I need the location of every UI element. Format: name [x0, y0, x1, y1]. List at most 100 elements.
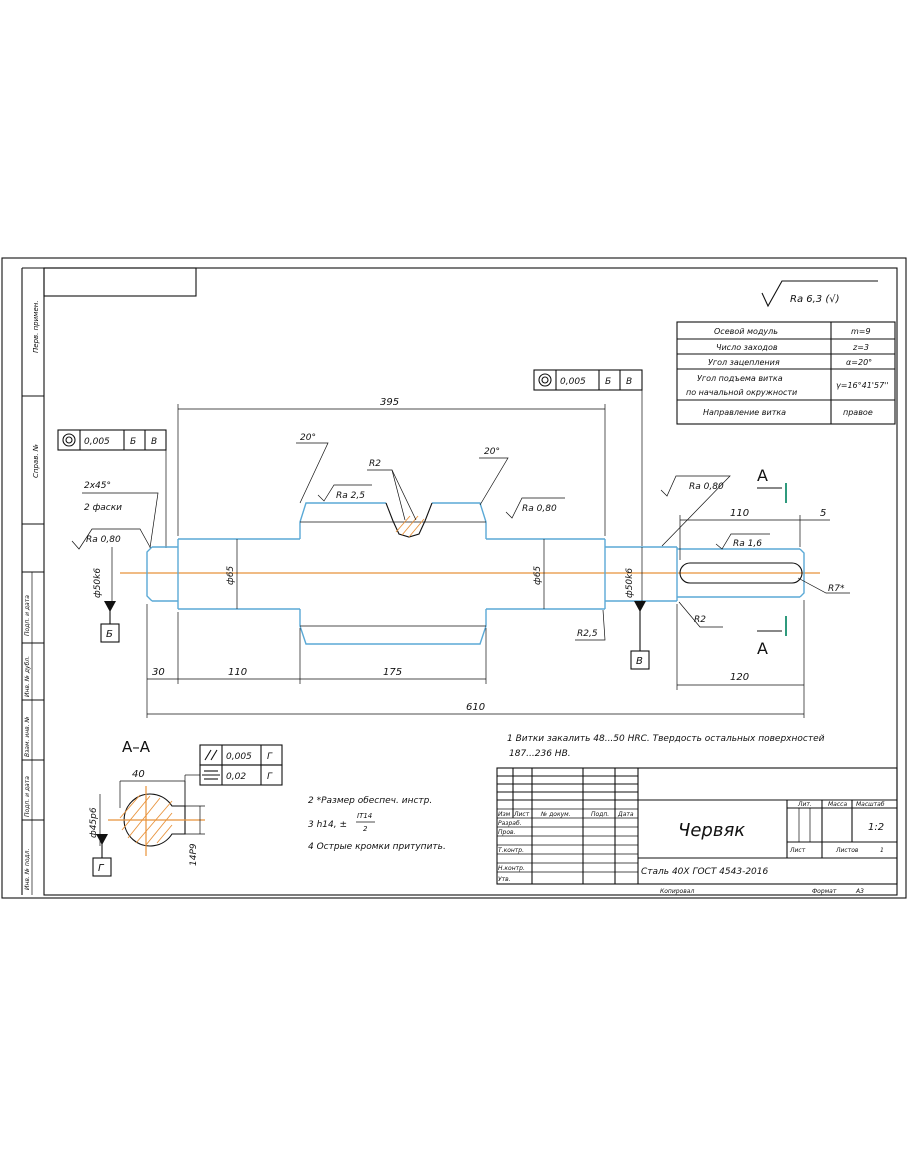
- tolerance-value: 0,005: [84, 437, 110, 447]
- tb-scale-value: 1:2: [868, 822, 884, 833]
- tolerance-frame-left: 0,005 Б В: [57, 429, 167, 548]
- note-3-den: 2: [363, 825, 368, 833]
- tb-head: Дата: [617, 811, 634, 818]
- side-label: Инв. № дубл.: [24, 656, 31, 697]
- roughness-ra25: Ra 2,5: [336, 491, 365, 501]
- side-label: Справ. №: [32, 444, 40, 478]
- material: Сталь 40Х ГОСТ 4543-2016: [641, 867, 769, 877]
- dim-40: 40: [132, 769, 145, 780]
- dim-phi50k6-right: ф50k6: [625, 568, 635, 598]
- note-2: 2 *Размер обеспеч. инстр.: [308, 796, 432, 806]
- note-3-num: IT14: [357, 812, 372, 820]
- param-name: Направление витка: [703, 408, 786, 417]
- shaft-body: [120, 502, 820, 645]
- tolerance-value: 0,02: [226, 772, 246, 782]
- roughness-marks: Ra 0,80 Ra 2,5 Ra 0,80 Ra 0,80 Ra 1,6: [71, 475, 770, 550]
- tb-sheet: Лист: [789, 847, 806, 854]
- inner-frame: [43, 267, 898, 896]
- param-name: Угол зацепления: [708, 358, 780, 367]
- tb-copied: Копировал: [660, 888, 694, 895]
- tb-role: Н.контр.: [498, 865, 525, 872]
- dim-110-keyway: 110: [730, 508, 749, 519]
- chamfer-count: 2 фаски: [84, 503, 122, 513]
- param-value: z=3: [852, 343, 869, 352]
- datum-g: Г: [98, 863, 105, 874]
- dimension-lines: 395 30 110 175 610 120 110 5 ф50k6 ф65 ф…: [82, 397, 850, 718]
- tb-sheets-value: 1: [880, 847, 884, 854]
- side-label: Взам. инв. №: [24, 716, 31, 757]
- title-block: Изм Лист № докум. Подп. Дата Разраб. Про…: [496, 767, 898, 895]
- dim-14p9: 14P9: [189, 843, 199, 866]
- tb-sheets: Листов: [835, 847, 859, 854]
- dim-phi65-left: ф65: [226, 566, 236, 585]
- roughness-ra080-mid: Ra 0,80: [522, 504, 557, 514]
- tolerance-base: Г: [267, 752, 273, 762]
- params-table: Осевой модуль m=9 Число заходов z=3 Угол…: [676, 321, 896, 425]
- section-view: A–A 40 ф45p6 14P9 Г 0,005 Г: [89, 738, 283, 877]
- side-label: Подп. и дата: [24, 776, 31, 817]
- tolerance-frame-top: 0,005 Б В: [533, 369, 643, 546]
- tolerance-base: Б: [605, 377, 611, 387]
- side-strip: Перв. примен. Справ. № Подп. и дата Инв.…: [21, 267, 44, 895]
- param-name: Число заходов: [716, 343, 778, 352]
- tolerance-value: 0,005: [560, 377, 586, 387]
- note-1: 1 Витки закалить 48...50 HRC. Твердость …: [507, 734, 825, 744]
- tb-role: Т.контр.: [498, 847, 524, 854]
- note-3: 3 h14, ±: [308, 820, 347, 830]
- chamfer-note: 2х45°: [84, 481, 111, 491]
- tb-mass: Масса: [828, 801, 847, 808]
- datum-v: В: [636, 656, 643, 667]
- tolerance-value: 0,005: [226, 752, 252, 762]
- note-4: 4 Острые кромки притупить.: [308, 842, 446, 852]
- tolerance-base: Б: [130, 437, 136, 447]
- tolerance-base: В: [151, 437, 157, 447]
- param-value: γ=16°41'57'': [836, 381, 889, 390]
- radius-r25: R2,5: [577, 629, 598, 639]
- dim-phi65-right: ф65: [533, 566, 543, 585]
- technical-notes: 1 Витки закалить 48...50 HRC. Твердость …: [308, 734, 825, 852]
- radius-r7: R7*: [828, 584, 845, 594]
- tb-scale: Масштаб: [856, 801, 885, 808]
- datum-markers: Б В: [100, 601, 650, 670]
- section-letter: A: [757, 639, 768, 658]
- side-label: Подп. и дата: [24, 595, 31, 636]
- tb-head: Изм: [498, 811, 511, 818]
- radius-r2-right: R2: [694, 615, 706, 625]
- dim-120: 120: [730, 672, 749, 683]
- param-value: правое: [843, 408, 873, 417]
- tb-role: Разраб.: [498, 820, 522, 827]
- roughness-ra63: Ra 6,3 (√): [790, 294, 840, 305]
- param-name: Осевой модуль: [714, 327, 778, 336]
- note-1b: 187...236 HB.: [509, 749, 571, 759]
- param-name: Угол подъема витка: [697, 374, 783, 383]
- tb-head: Подп.: [591, 811, 609, 818]
- side-label: Перв. примен.: [32, 300, 40, 353]
- dim-5: 5: [820, 508, 826, 519]
- dim-395: 395: [380, 397, 399, 408]
- section-letter: A: [757, 466, 768, 485]
- section-title: A–A: [122, 738, 151, 756]
- roughness-ra080-left: Ra 0,80: [86, 535, 121, 545]
- top-left-stamp: [43, 267, 197, 297]
- dim-phi45p6: ф45p6: [89, 807, 99, 838]
- angle-20-right: 20°: [484, 447, 500, 457]
- datum-b: Б: [106, 629, 113, 640]
- part-name: Червяк: [678, 820, 745, 841]
- dim-phi50k6-left: ф50k6: [93, 568, 103, 598]
- param-name: по начальной окружности: [686, 388, 797, 397]
- dim-175: 175: [383, 667, 402, 678]
- tb-role: Пров.: [498, 829, 516, 836]
- tb-lit: Лит.: [797, 801, 812, 808]
- tb-head: Лист: [513, 811, 530, 818]
- tb-role: Утв.: [498, 876, 511, 883]
- side-label: Инв. № подл.: [24, 849, 31, 890]
- tb-head: № докум.: [540, 811, 571, 818]
- angle-20-left: 20°: [300, 433, 316, 443]
- roughness-ra16: Ra 1,6: [733, 539, 762, 549]
- tb-format-value: A3: [855, 888, 864, 895]
- roughness-ra080-right: Ra 0,80: [689, 482, 724, 492]
- section-marks: A A: [757, 466, 787, 658]
- dim-110: 110: [228, 667, 247, 678]
- dim-610: 610: [466, 702, 485, 713]
